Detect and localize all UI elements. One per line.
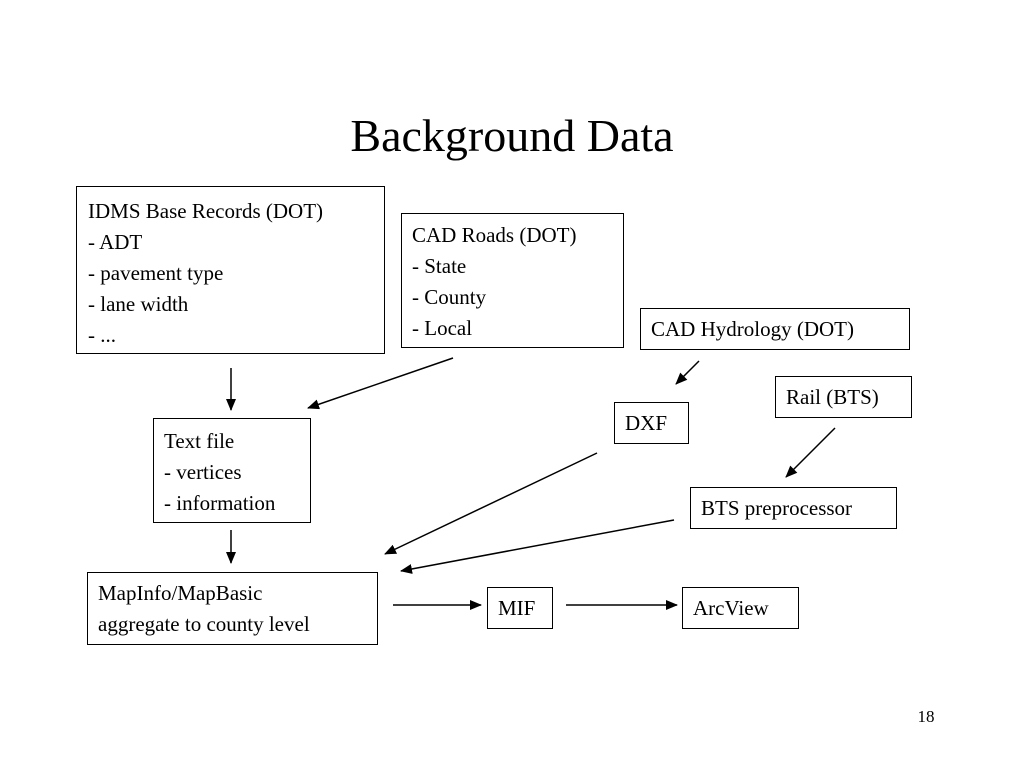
cad-roads-line-4: - Local: [412, 316, 473, 340]
mif-box: MIF: [487, 587, 553, 629]
arrow-dxf-to-mapinfo: [384, 452, 598, 555]
cad-roads-box: CAD Roads (DOT) - State - County - Local: [401, 213, 624, 348]
dxf-box: DXF: [614, 402, 689, 444]
idms-line-3: - pavement type: [88, 261, 224, 285]
cad-roads-line-3: - County: [412, 285, 487, 309]
idms-line-2: - ADT: [88, 230, 143, 254]
idms-line-1: IDMS Base Records (DOT): [88, 199, 324, 223]
arrow-rail-to-btspreprocessor: [785, 427, 836, 478]
idms-line-5: - ...: [88, 323, 116, 347]
cad-roads-line-2: - State: [412, 254, 467, 278]
arrow-btspreprocessor-to-mapinfo: [400, 519, 675, 574]
slide-number: 18: [917, 707, 935, 726]
bts-preprocessor-box: BTS preprocessor: [690, 487, 897, 529]
dxf-label: DXF: [625, 411, 668, 435]
cad-hydrology-label: CAD Hydrology (DOT): [651, 317, 854, 341]
arcview-box: ArcView: [682, 587, 799, 629]
text-file-line-2: - vertices: [164, 460, 242, 484]
arrow-hydrology-to-dxf: [675, 360, 700, 385]
slide-title: Background Data: [350, 110, 674, 161]
mapinfo-box: MapInfo/MapBasic aggregate to county lev…: [87, 572, 378, 645]
text-file-line-3: - information: [164, 491, 276, 515]
bts-preprocessor-label: BTS preprocessor: [701, 496, 853, 520]
mapinfo-line-1: MapInfo/MapBasic: [98, 581, 263, 605]
mapinfo-line-2: aggregate to county level: [98, 612, 310, 636]
arrow-cadroads-to-textfile: [307, 357, 454, 410]
rail-bts-label: Rail (BTS): [786, 385, 879, 409]
text-file-line-1: Text file: [164, 429, 235, 453]
cad-hydrology-box: CAD Hydrology (DOT): [640, 308, 910, 350]
text-file-box: Text file - vertices - information: [153, 418, 311, 523]
rail-bts-box: Rail (BTS): [775, 376, 912, 418]
mif-label: MIF: [498, 596, 536, 620]
arcview-label: ArcView: [693, 596, 769, 620]
idms-line-4: - lane width: [88, 292, 189, 316]
idms-base-records-box: IDMS Base Records (DOT) - ADT - pavement…: [76, 186, 385, 354]
cad-roads-line-1: CAD Roads (DOT): [412, 223, 577, 247]
